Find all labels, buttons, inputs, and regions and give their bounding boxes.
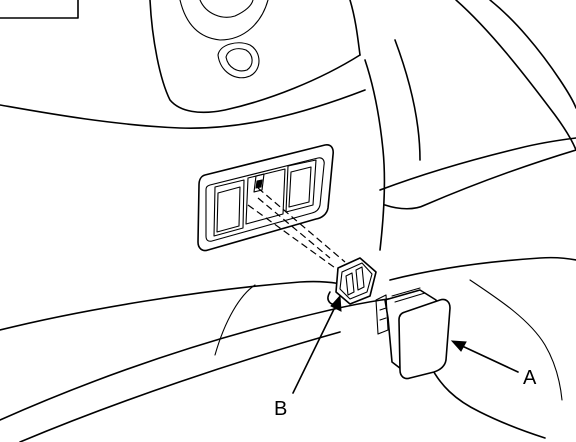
callout-label-a: A: [523, 367, 537, 389]
dashboard-contour: [0, 39, 576, 251]
leader-a: [450, 340, 519, 373]
upper-vent-outline: [0, 0, 79, 19]
switch-bezel: [197, 144, 334, 252]
upper-console: [149, 0, 361, 114]
switch-a: [375, 287, 451, 380]
callout-label-b: B: [274, 398, 288, 420]
connector-b: [327, 257, 377, 306]
leader-b: [292, 294, 342, 394]
connector-harness: [247, 187, 346, 271]
